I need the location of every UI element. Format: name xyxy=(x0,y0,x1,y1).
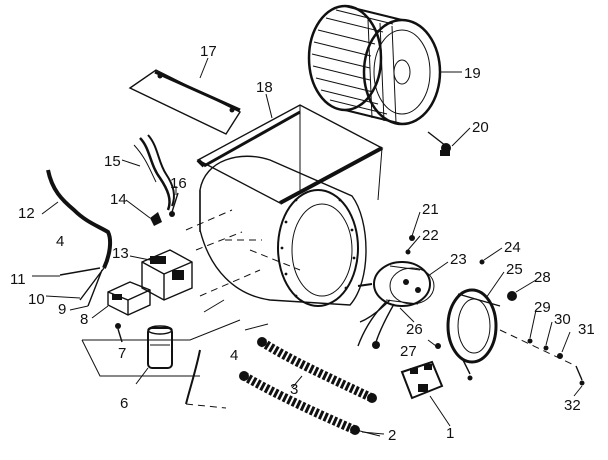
label-9: 9 xyxy=(58,301,66,318)
label-4-cord: 4 xyxy=(56,233,64,250)
label-3: 3 xyxy=(290,381,298,398)
label-23: 23 xyxy=(450,251,467,268)
label-13: 13 xyxy=(112,245,129,262)
relay-box xyxy=(141,249,193,301)
wire-harness xyxy=(133,134,175,211)
label-26: 26 xyxy=(406,321,423,338)
nut-28 xyxy=(507,291,517,301)
label-28: 28 xyxy=(534,269,551,286)
label-17: 17 xyxy=(200,43,217,60)
label-27: 27 xyxy=(400,343,417,360)
part-labels: 1 2 3 4 4 6 7 8 9 10 11 12 13 14 15 16 1… xyxy=(10,43,595,444)
washers-bolt xyxy=(499,329,585,386)
label-24: 24 xyxy=(504,239,521,256)
cutoff-plate xyxy=(128,69,242,135)
leader-lines xyxy=(32,57,583,435)
label-11: 11 xyxy=(10,271,26,288)
capacitor-bracket xyxy=(107,281,151,316)
set-screw xyxy=(427,131,451,156)
label-8: 8 xyxy=(80,311,88,328)
label-25: 25 xyxy=(506,261,523,278)
label-29: 29 xyxy=(534,299,551,316)
capacitor xyxy=(147,325,173,369)
label-18: 18 xyxy=(256,79,273,96)
label-21: 21 xyxy=(422,201,439,218)
screw-7 xyxy=(115,323,123,343)
small-screws xyxy=(405,235,485,349)
blower-motor xyxy=(357,261,435,307)
blower-housing xyxy=(196,104,384,307)
label-30: 30 xyxy=(554,311,571,328)
label-31: 31 xyxy=(578,321,595,338)
label-12: 12 xyxy=(18,205,35,222)
motor-mount xyxy=(446,288,501,381)
wire-clip xyxy=(150,212,162,226)
motor-leads xyxy=(357,299,395,349)
flex-conduit xyxy=(239,323,381,437)
label-22: 22 xyxy=(422,227,439,244)
screw-16 xyxy=(169,192,179,217)
label-7: 7 xyxy=(118,345,126,362)
label-20: 20 xyxy=(472,119,489,136)
label-1: 1 xyxy=(446,425,454,442)
power-cord xyxy=(46,169,113,307)
wire-strand xyxy=(185,349,227,409)
label-14: 14 xyxy=(110,191,127,208)
label-32: 32 xyxy=(564,397,581,414)
blower-wheel xyxy=(307,4,442,126)
label-15: 15 xyxy=(104,153,121,170)
terminal-block xyxy=(400,360,444,400)
label-10: 10 xyxy=(28,291,45,308)
label-2: 2 xyxy=(388,427,396,444)
assembly-guides-left xyxy=(81,209,261,377)
label-16: 16 xyxy=(170,175,187,192)
label-4-conduit: 4 xyxy=(230,347,238,364)
label-19: 19 xyxy=(464,65,481,82)
label-6: 6 xyxy=(120,395,128,412)
